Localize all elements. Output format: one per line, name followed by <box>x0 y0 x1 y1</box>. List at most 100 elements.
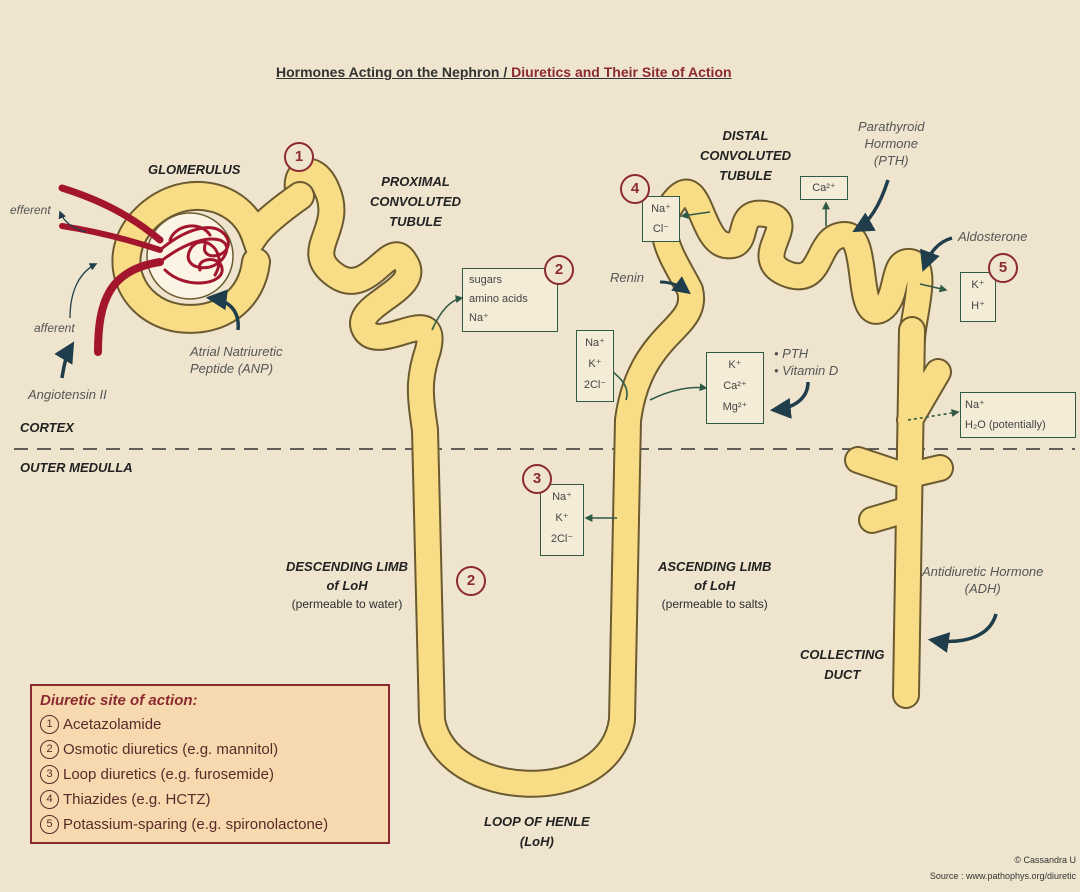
anp-line2: Peptide (ANP) <box>190 361 274 376</box>
legend-number: 5 <box>40 815 59 834</box>
box-ca: Ca²⁺ <box>723 380 747 392</box>
loop-of-henle-label: LOOP OF HENLE (LoH) <box>484 812 590 852</box>
box-2cl: 2Cl⁻ <box>583 379 607 391</box>
pct-reabsorption-box: sugars amino acids Na⁺ <box>462 268 558 332</box>
cd-kh-box: K⁺ H⁺ <box>960 272 996 322</box>
legend-number: 4 <box>40 790 59 809</box>
glomerulus-label: GLOMERULUS <box>148 162 241 177</box>
cation-reabsorption-box: K⁺ Ca²⁺ Mg²⁺ <box>706 352 764 424</box>
pth-line3: (PTH) <box>873 153 909 168</box>
legend-title: Diuretic site of action: <box>40 692 198 709</box>
site-5-marker: 5 <box>988 253 1018 283</box>
adh-line1: Antidiuretic Hormone <box>922 564 1044 579</box>
adh-line2: (ADH) <box>964 581 1001 596</box>
pct-label-line2: CONVOLUTED <box>370 194 461 209</box>
cortex-label: CORTEX <box>20 420 74 435</box>
glomerulus-vessels <box>58 184 230 356</box>
ascending-limb-note: (permeable to salts) <box>661 597 768 611</box>
collecting-duct-shape <box>844 316 954 709</box>
dct-label: DISTAL CONVOLUTED TUBULE <box>700 126 791 186</box>
dct-label-line1: DISTAL <box>722 128 769 143</box>
box-k: K⁺ <box>971 279 985 291</box>
legend-text: Loop diuretics (e.g. furosemide) <box>63 766 274 783</box>
box-na: Na⁺ <box>585 337 605 349</box>
legend-text: Osmotic diuretics (e.g. mannitol) <box>63 741 279 758</box>
outer-medulla-label: OUTER MEDULLA <box>20 460 133 475</box>
box-water: H₂O (potentially) <box>965 419 1046 431</box>
site-3-marker: 3 <box>522 464 552 494</box>
pth-bullet: • PTH <box>774 346 809 361</box>
legend-number: 1 <box>40 715 59 734</box>
renin-arrow <box>659 276 691 295</box>
pth-line2: Hormone <box>864 136 918 151</box>
copyright-credit: © Cassandra U <box>1014 855 1076 865</box>
box-na: Na⁺ <box>552 491 572 503</box>
box-k: K⁺ <box>555 512 569 524</box>
loop-nkcc-box: Na⁺ K⁺ 2Cl⁻ <box>540 484 584 556</box>
source-credit: Source : www.pathophys.org/diuretic <box>929 871 1076 881</box>
dct-label-line2: CONVOLUTED <box>700 148 791 163</box>
efferent-label: efferent <box>10 203 51 217</box>
pct-label-line3: TUBULE <box>389 214 442 229</box>
vitamin-d-bullet: • Vitamin D <box>774 363 839 378</box>
pth-line1: Parathyroid <box>858 119 925 134</box>
dct-nacl-box: Na⁺ Cl⁻ <box>642 196 680 242</box>
legend-text: Acetazolamide <box>63 716 162 733</box>
box-cl: Cl⁻ <box>652 223 670 235</box>
site-1-marker: 1 <box>284 142 314 172</box>
dct-ca-box: Ca²⁺ <box>800 176 848 200</box>
box-na: Na⁺ <box>469 312 489 324</box>
anp-label: Atrial Natriuretic Peptide (ANP) <box>190 343 282 377</box>
box-na: Na⁺ <box>651 203 671 215</box>
legend-number: 3 <box>40 765 59 784</box>
pth-label: Parathyroid Hormone (PTH) <box>858 118 924 169</box>
dct-label-line3: TUBULE <box>719 168 772 183</box>
tal-nkcc-box: Na⁺ K⁺ 2Cl⁻ <box>576 330 614 402</box>
cd-na-water-box: Na⁺ H₂O (potentially) <box>960 392 1076 438</box>
box-mg: Mg²⁺ <box>722 401 748 413</box>
site-4-marker: 4 <box>620 174 650 204</box>
box-k: K⁺ <box>588 358 602 370</box>
loop-label-line1: LOOP OF HENLE <box>484 814 590 829</box>
legend-text: Thiazides (e.g. HCTZ) <box>63 791 211 808</box>
flow-arrows <box>58 210 98 319</box>
box-na: Na⁺ <box>965 399 985 411</box>
collecting-duct-label: COLLECTING DUCT <box>800 645 885 685</box>
tubule <box>283 157 934 798</box>
descending-limb-note: (permeable to water) <box>291 597 403 611</box>
legend-number: 2 <box>40 740 59 759</box>
renin-label: Renin <box>610 270 644 285</box>
site-2-marker-limb: 2 <box>456 566 486 596</box>
ascending-limb-title: ASCENDING LIMB <box>658 559 772 574</box>
angiotensin-label: Angiotensin II <box>28 387 107 402</box>
pth-vitd-list: • PTH • Vitamin D <box>774 345 838 379</box>
aldosterone-label: Aldosterone <box>958 229 1028 244</box>
site-2-marker-pct: 2 <box>544 255 574 285</box>
adh-label: Antidiuretic Hormone (ADH) <box>922 563 1043 597</box>
descending-limb-title: DESCENDING LIMB <box>286 559 409 574</box>
pct-label: PROXIMAL CONVOLUTED TUBULE <box>370 172 461 232</box>
anp-line1: Atrial Natriuretic <box>190 344 283 359</box>
page-title: Hormones Acting on the Nephron / Diureti… <box>276 64 732 80</box>
box-2cl: 2Cl⁻ <box>550 533 574 545</box>
transport-arrows <box>431 201 960 522</box>
descending-limb-sub: of LoH <box>326 578 368 593</box>
box-h: H⁺ <box>971 300 985 312</box>
legend-text: Potassium-sparing (e.g. spironolactone) <box>63 816 329 833</box>
cd-label-line2: DUCT <box>824 667 861 682</box>
bowmans-capsule <box>111 181 315 334</box>
box-amino-acids: amino acids <box>469 293 528 305</box>
pct-label-line1: PROXIMAL <box>381 174 450 189</box>
afferent-label: afferent <box>34 321 75 335</box>
ascending-limb-label: ASCENDING LIMB of LoH (permeable to salt… <box>658 557 771 614</box>
loop-label-line2: (LoH) <box>519 834 554 849</box>
box-sugars: sugars <box>469 274 503 286</box>
